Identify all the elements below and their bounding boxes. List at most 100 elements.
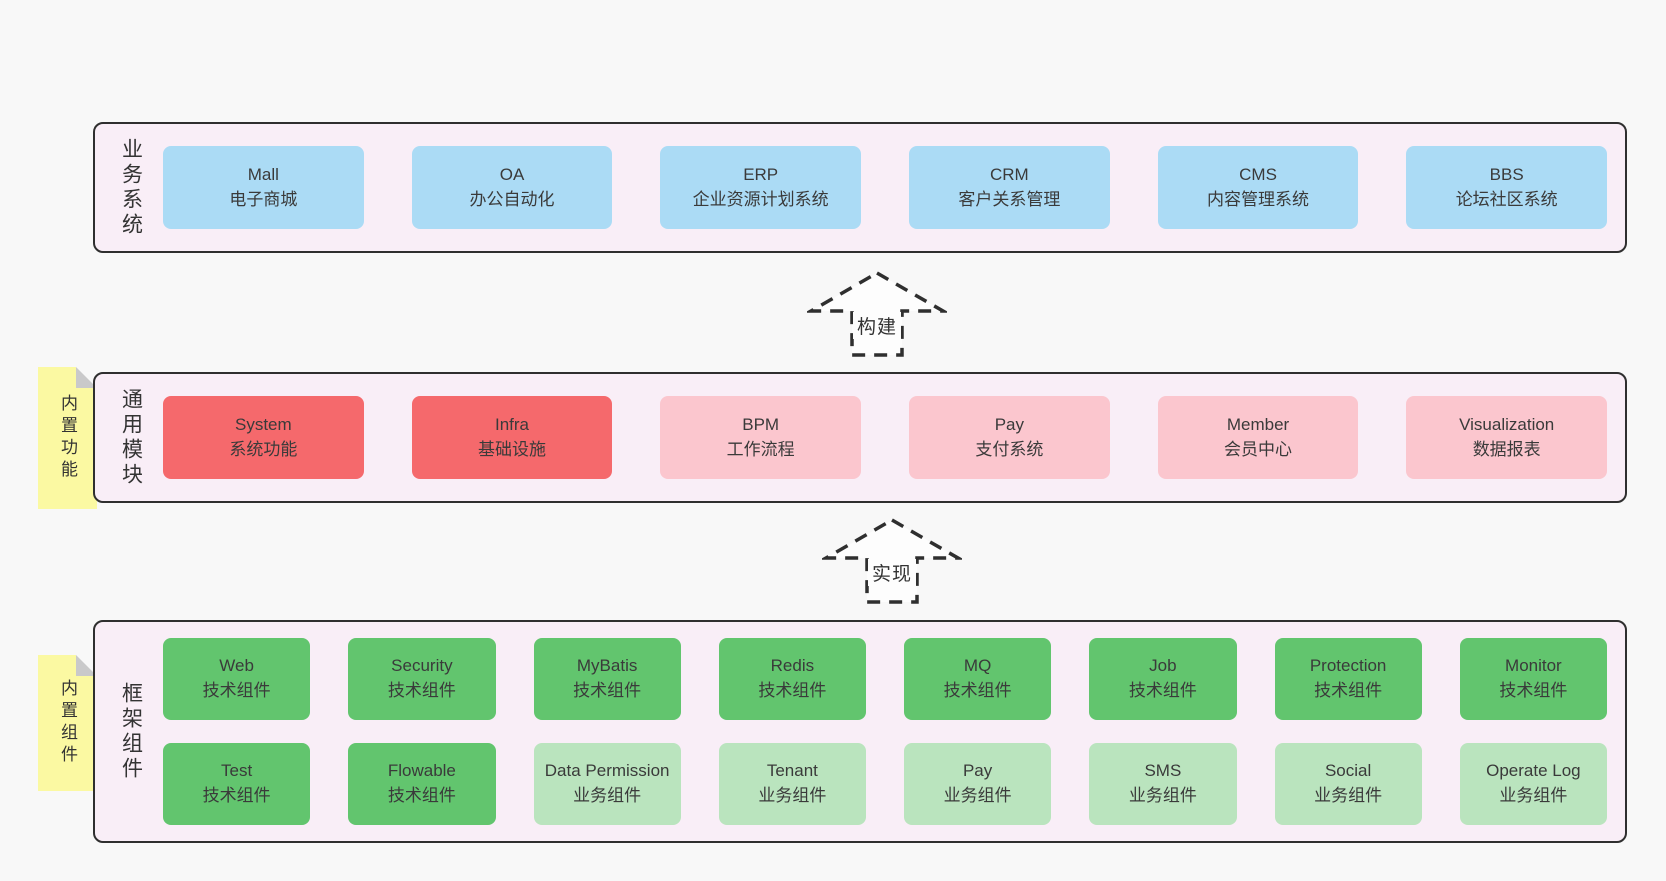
- box-name: Social: [1324, 761, 1372, 781]
- box-desc: 论坛社区系统: [1455, 189, 1558, 209]
- box-monitor: Monitor 技术组件: [1459, 638, 1607, 720]
- box-name: Operate Log: [1486, 761, 1581, 781]
- box-desc: 办公自动化: [469, 189, 555, 209]
- box-desc: 业务组件: [943, 786, 1012, 805]
- box-desc: 电子商城: [229, 189, 298, 209]
- sticky-note-label: 内置组件: [58, 679, 77, 767]
- box-redis: Redis 技术组件: [718, 638, 866, 720]
- box-desc: 数据报表: [1472, 439, 1541, 459]
- box-mq: MQ 技术组件: [904, 638, 1052, 720]
- sticky-note-built-in-components: 内置组件: [38, 655, 97, 791]
- box-job: Job 技术组件: [1089, 638, 1237, 720]
- box-name: BPM: [742, 414, 780, 434]
- box-pay-system: Pay 支付系统: [909, 396, 1110, 479]
- box-desc: 技术组件: [1128, 681, 1197, 700]
- box-name: Tenant: [766, 761, 818, 781]
- box-name: MyBatis: [576, 656, 638, 676]
- box-desc: 技术组件: [943, 681, 1012, 700]
- box-desc: 系统功能: [229, 439, 298, 459]
- box-member: Member 会员中心: [1157, 396, 1359, 479]
- box-name: Pay: [994, 414, 1024, 434]
- box-desc: 技术组件: [387, 786, 456, 805]
- band-business-systems: 业务系统 Mall 电子商城 OA 办公自动化 ERP 企业资源计划系统 CRM…: [93, 122, 1627, 253]
- box-desc: 客户关系管理: [958, 189, 1061, 209]
- box-name: BBS: [1489, 164, 1524, 184]
- box-test: Test 技术组件: [163, 743, 311, 825]
- box-desc: 技术组件: [387, 681, 456, 700]
- band-box-row: Web 技术组件 Security 技术组件 MyBatis 技术组件 Redi…: [163, 638, 1607, 720]
- box-name: Redis: [770, 656, 815, 676]
- arrow-label: 实现: [867, 559, 917, 586]
- box-desc: 技术组件: [573, 681, 642, 700]
- box-name: Mall: [247, 164, 279, 184]
- box-tenant: Tenant 业务组件: [718, 743, 866, 825]
- box-visualization: Visualization 数据报表: [1406, 396, 1608, 479]
- box-name: SMS: [1144, 761, 1182, 781]
- box-bbs: BBS 论坛社区系统: [1406, 146, 1608, 229]
- box-desc: 技术组件: [1499, 681, 1568, 700]
- arrow-build: 构建: [807, 270, 947, 358]
- box-desc: 会员中心: [1224, 439, 1293, 459]
- box-name: Member: [1226, 414, 1290, 434]
- box-desc: 企业资源计划系统: [692, 189, 829, 209]
- box-sms: SMS 业务组件: [1089, 743, 1237, 825]
- box-name: ERP: [743, 164, 779, 184]
- box-bpm: BPM 工作流程: [660, 396, 862, 479]
- box-desc: 业务组件: [1314, 786, 1383, 805]
- box-desc: 内容管理系统: [1207, 189, 1310, 209]
- box-desc: 技术组件: [1314, 681, 1383, 700]
- sticky-note-label: 内置功能: [58, 394, 77, 482]
- box-name: Monitor: [1505, 656, 1562, 676]
- box-desc: 基础设施: [478, 439, 546, 459]
- box-operate-log: Operate Log 业务组件: [1459, 743, 1607, 825]
- box-name: OA: [499, 164, 525, 184]
- box-cms: CMS 内容管理系统: [1157, 146, 1359, 229]
- box-crm: CRM 客户关系管理: [909, 146, 1110, 229]
- band-box-row: System 系统功能 Infra 基础设施 BPM 工作流程 Pay 支付系统…: [153, 396, 1625, 479]
- box-pay-component: Pay 业务组件: [904, 743, 1052, 825]
- box-desc: 技术组件: [758, 681, 827, 700]
- box-desc: 技术组件: [202, 681, 271, 700]
- box-name: Job: [1149, 656, 1177, 676]
- box-desc: 技术组件: [202, 786, 271, 805]
- box-desc: 业务组件: [1128, 786, 1197, 805]
- box-data-permission: Data Permission 业务组件: [533, 743, 681, 825]
- band-box-grid: Web 技术组件 Security 技术组件 MyBatis 技术组件 Redi…: [153, 638, 1625, 825]
- box-name: Test: [221, 761, 253, 781]
- box-name: Pay: [962, 761, 993, 781]
- box-social: Social 业务组件: [1274, 743, 1422, 825]
- box-desc: 业务组件: [573, 786, 642, 805]
- box-protection: Protection 技术组件: [1274, 638, 1422, 720]
- box-flowable: Flowable 技术组件: [348, 743, 496, 825]
- box-system: System 系统功能: [163, 396, 364, 479]
- box-desc: 业务组件: [758, 786, 827, 805]
- box-desc: 支付系统: [975, 439, 1044, 459]
- band-box-row: Mall 电子商城 OA 办公自动化 ERP 企业资源计划系统 CRM 客户关系…: [153, 146, 1625, 229]
- box-infra: Infra 基础设施: [411, 396, 613, 479]
- box-name: MQ: [963, 656, 992, 676]
- box-name: Security: [391, 656, 453, 676]
- box-name: CMS: [1239, 164, 1277, 184]
- band-framework-components: 框架组件 Web 技术组件 Security 技术组件 MyBatis 技术组件…: [93, 620, 1627, 843]
- box-security: Security 技术组件: [348, 638, 496, 720]
- arrow-label: 构建: [852, 312, 902, 339]
- box-name: System: [234, 414, 292, 434]
- band-common-modules: 通用模块 System 系统功能 Infra 基础设施 BPM 工作流程 Pay…: [93, 372, 1627, 503]
- box-oa: OA 办公自动化: [411, 146, 613, 229]
- box-name: Infra: [494, 414, 530, 434]
- band-box-row: Test 技术组件 Flowable 技术组件 Data Permission …: [163, 743, 1607, 825]
- band-label: 业务系统: [119, 137, 143, 238]
- box-name: Flowable: [387, 761, 456, 781]
- box-name: Data Permission: [544, 761, 670, 781]
- box-web: Web 技术组件: [163, 638, 311, 720]
- band-label: 通用模块: [119, 387, 143, 488]
- box-mybatis: MyBatis 技术组件: [533, 638, 681, 720]
- box-name: CRM: [989, 164, 1029, 184]
- box-name: Web: [219, 656, 254, 676]
- box-mall: Mall 电子商城: [163, 146, 364, 229]
- box-erp: ERP 企业资源计划系统: [660, 146, 862, 229]
- box-desc: 工作流程: [726, 439, 795, 459]
- arrow-implement: 实现: [822, 517, 962, 605]
- box-name: Visualization: [1459, 414, 1555, 434]
